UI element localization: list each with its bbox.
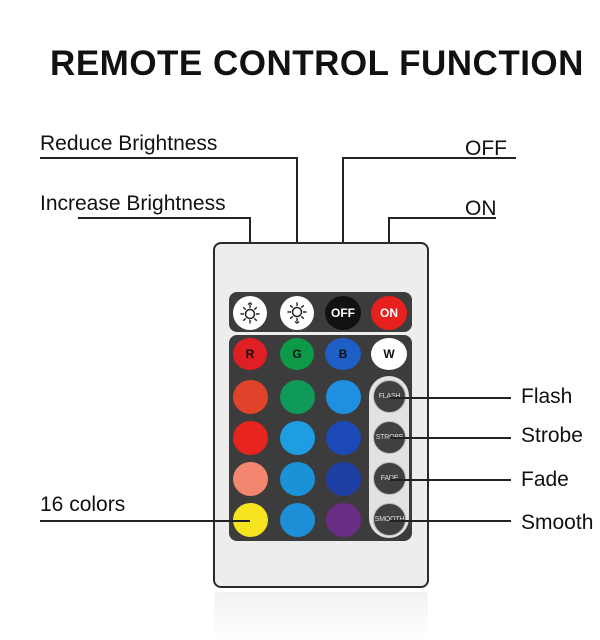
leader-off-v: [342, 157, 344, 300]
color-button[interactable]: [280, 421, 315, 455]
off-button[interactable]: OFF: [325, 296, 361, 330]
red-button[interactable]: R: [233, 338, 267, 370]
color-button[interactable]: [233, 462, 268, 496]
smooth-button-label: SMOOTH: [375, 516, 405, 523]
color-button[interactable]: [326, 503, 361, 537]
color-button[interactable]: [233, 380, 268, 414]
remote-reflection: [214, 592, 428, 640]
strobe-button-label: STROBE: [376, 434, 404, 441]
flash-button-label: FLASH: [379, 393, 401, 400]
red-button-label: R: [245, 347, 255, 361]
green-button-label: G: [292, 347, 302, 361]
color-button[interactable]: [280, 462, 315, 496]
fade-button[interactable]: FADE: [373, 462, 406, 495]
leader-smooth: [390, 520, 511, 522]
flash-button[interactable]: FLASH: [373, 380, 406, 413]
callout-flash: Flash: [521, 385, 573, 408]
blue-button[interactable]: B: [325, 338, 361, 370]
white-button[interactable]: W: [371, 338, 407, 370]
callout-strobe: Strobe: [521, 424, 583, 447]
callout-16-colors: 16 colors: [40, 493, 126, 516]
page-title: REMOTE CONTROL FUNCTION: [50, 44, 584, 83]
callout-smooth: Smooth: [521, 511, 594, 534]
off-button-label: OFF: [331, 306, 355, 320]
sun-up-icon: [240, 302, 260, 324]
increase-brightness-button[interactable]: [233, 296, 267, 330]
color-button[interactable]: [233, 421, 268, 455]
color-button[interactable]: [280, 380, 315, 414]
smooth-button[interactable]: SMOOTH: [373, 503, 406, 536]
callout-on: ON: [465, 197, 497, 220]
leader-off-h: [343, 157, 516, 159]
leader-strobe: [390, 437, 511, 439]
blue-button-label: B: [338, 347, 348, 361]
color-button[interactable]: [280, 503, 315, 537]
white-button-label: W: [383, 347, 395, 361]
leader-reduce-h: [40, 157, 297, 159]
color-button[interactable]: [326, 462, 361, 496]
color-button[interactable]: [326, 380, 361, 414]
sun-down-icon: [287, 302, 307, 324]
leader-flash: [390, 397, 511, 399]
green-button[interactable]: G: [280, 338, 314, 370]
leader-16-colors: [40, 520, 250, 522]
fade-button-label: FADE: [381, 475, 399, 482]
callout-reduce-brightness: Reduce Brightness: [40, 132, 218, 155]
callout-off: OFF: [465, 137, 507, 160]
on-button-label: ON: [380, 306, 398, 320]
color-button[interactable]: [326, 421, 361, 455]
leader-fade: [390, 479, 511, 481]
callout-fade: Fade: [521, 468, 569, 491]
callout-increase-brightness: Increase Brightness: [40, 192, 226, 215]
leader-on-h: [389, 217, 496, 219]
leader-increase-h: [78, 217, 250, 219]
reduce-brightness-button[interactable]: [280, 296, 314, 330]
leader-reduce-v: [296, 157, 298, 300]
on-button[interactable]: ON: [371, 296, 407, 330]
